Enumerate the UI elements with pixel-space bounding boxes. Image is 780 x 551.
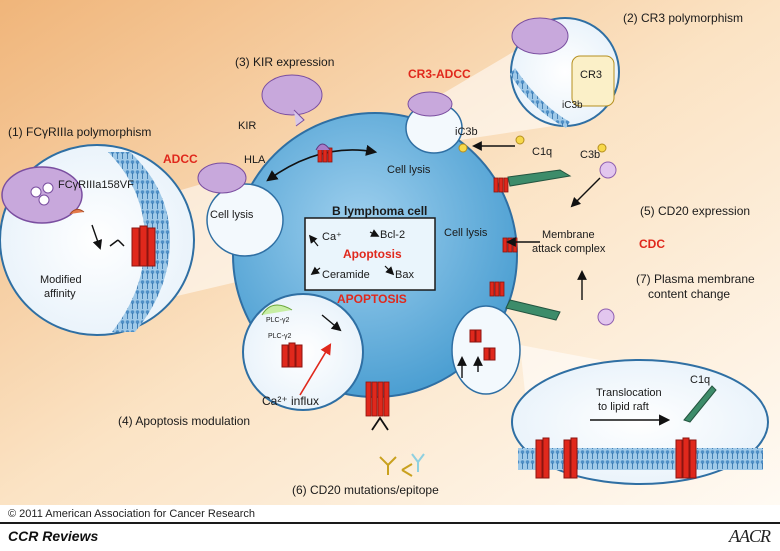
kir-expression-label: (3) KIR expression [235,55,334,69]
c1q-complex-bottom [505,299,561,321]
adcc-inset [206,183,284,257]
kir-receptor [293,109,305,127]
aacr-logo: AACR [729,526,771,546]
cell-label: B lymphoma cell [332,204,427,218]
cr3-adcc-cell [407,91,453,117]
raft-membrane [518,448,763,470]
cd20-molecules [253,147,518,417]
translocation-label-2: to lipid raft [598,401,649,413]
c1q-complex-top [507,169,572,187]
plasma-membrane-label-2: content change [648,287,730,301]
cell-lysis-top: Cell lysis [387,164,431,176]
antibody-bottom-2 [411,453,425,472]
box-bcl2-label: Bcl-2 [380,229,405,241]
mac-label-1: Membrane [542,229,595,241]
kir-label: KIR [238,120,256,132]
antibody-bottom [379,456,413,477]
cr3-polymorphism-label: (2) CR3 polymorphism [623,11,743,25]
cd20-mutation-arrow [371,416,389,431]
fc-antibody [109,239,125,247]
apoptosis-title: APOPTOSIS [337,292,407,306]
cell-lysis-left: Cell lysis [210,209,254,221]
adcc-label: ADCC [163,152,198,166]
box-ceramide-label: Ceramide [322,269,370,281]
box-arrow-4 [384,265,395,276]
cd20-expression-label: (5) CD20 expression [640,204,750,218]
box-apoptosis-label: Apoptosis [343,247,402,261]
cr3-adcc-label: CR3-ADCC [408,67,471,81]
cr3-inset-cell [511,17,569,55]
box-arrow-3 [310,266,321,276]
box-bax-label: Bax [395,269,414,281]
fc-variant-label: FCγRIIIa158VF [58,179,134,191]
copyright-text: © 2011 American Association for Cancer R… [8,508,255,520]
cd20-mutations-label: (6) CD20 mutations/epitope [292,483,439,497]
c3b-label: C3b [580,149,600,161]
plc-label-2: PLC-γ2 [268,333,291,340]
modified-label-1: Modified [40,274,82,286]
apoptosis-inset-cd20 [281,342,303,368]
ca-influx-arrow [299,343,332,396]
fc-polymorphism-label: (1) FCγRIIIa polymorphism [8,125,151,139]
c3b-dot [599,161,617,179]
ca-influx-label: Ca²⁺ influx [262,394,319,408]
fc-inset-cd20 [131,225,156,267]
apoptosis-inset [242,293,364,411]
cr3-label: CR3 [580,69,602,81]
box-arrow-2 [369,229,380,237]
c1q-dot-bottom [597,308,615,326]
hla-label: HLA [244,154,266,166]
c1q-inset-label: C1q [690,374,710,386]
translocation-label-1: Translocation [596,387,662,399]
plasma-membrane-label: (7) Plasma membrane [636,272,755,286]
raft-c1q [683,385,717,423]
c3b-to-mac-arrow [570,177,601,208]
plc-shape [261,304,293,316]
nk-cell-kir [261,74,323,116]
box-ca-label: Ca⁺ [322,231,342,243]
c1q-label: C1q [532,146,552,158]
cr3-inset-membrane [510,68,570,128]
footer-divider [0,522,780,524]
cell-lysis-right: Cell lysis [444,227,488,239]
nk-cell-adcc [197,162,247,194]
hla-molecule [315,143,331,151]
fc-arrow [91,224,103,250]
raft-cd20 [535,437,697,479]
apoptosis-modulation-label: (4) Apoptosis modulation [118,414,250,428]
apoptosis-box [304,217,436,291]
cr3-receptor [571,55,615,107]
ic3b-inset-label: iC3b [562,100,583,111]
fc-inset-membrane [108,152,170,332]
box-arrow-1 [308,234,319,247]
fc-receptor-icon [69,208,85,215]
modified-label-2: affinity [44,288,76,300]
journal-name: CCR Reviews [8,528,99,544]
mac-label-2: attack complex [532,243,606,255]
cdc-label: CDC [639,237,665,251]
ic3b-label: iC3b [455,126,478,138]
apoptosis-inset-arrow [321,314,342,332]
plc-label: PLC-γ2 [266,317,289,324]
